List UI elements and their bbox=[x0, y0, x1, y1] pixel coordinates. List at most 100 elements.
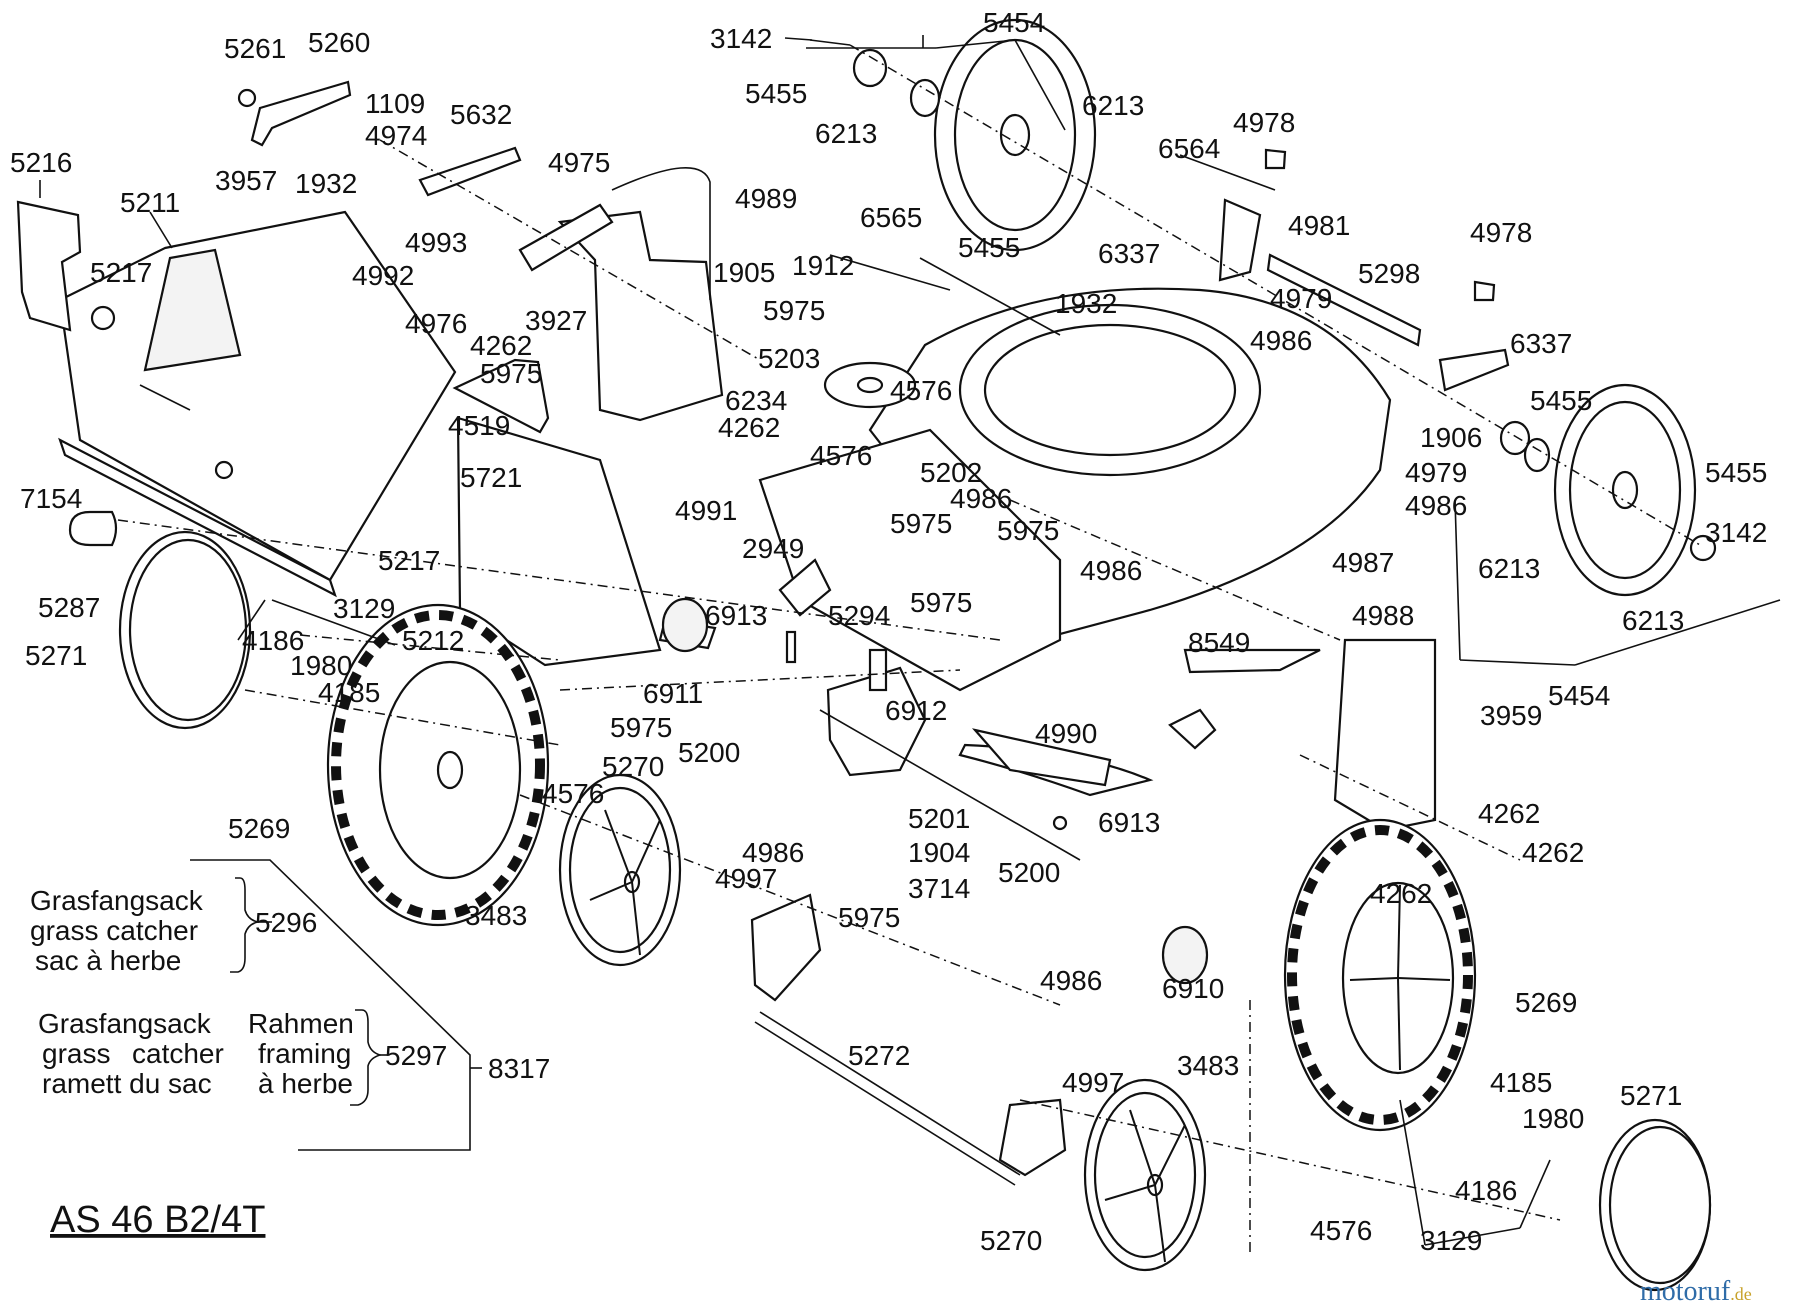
callout-4262: 4262 bbox=[1370, 878, 1432, 909]
small-hardware-drawing bbox=[778, 148, 1510, 831]
callout-1980: 1980 bbox=[1522, 1103, 1584, 1134]
legend-grass-catcher-line-2: grass catcher bbox=[30, 915, 198, 946]
callout-5212: 5212 bbox=[402, 625, 464, 656]
callout-6213: 6213 bbox=[815, 118, 877, 149]
callout-4986: 4986 bbox=[1080, 555, 1142, 586]
callout-4262: 4262 bbox=[718, 412, 780, 443]
callout-2949: 2949 bbox=[742, 533, 804, 564]
callout-5721: 5721 bbox=[460, 462, 522, 493]
callout-4987: 4987 bbox=[1332, 547, 1394, 578]
callout-5455: 5455 bbox=[1705, 457, 1767, 488]
callout-4986: 4986 bbox=[742, 837, 804, 868]
callout-5201: 5201 bbox=[908, 803, 970, 834]
deck-drawing bbox=[758, 287, 1437, 832]
callout-8549: 8549 bbox=[1188, 627, 1250, 658]
callout-3714: 3714 bbox=[908, 873, 970, 904]
callout-5455: 5455 bbox=[745, 78, 807, 109]
callout-5287: 5287 bbox=[38, 592, 100, 623]
front-wheel-hub-right-drawing bbox=[1083, 1078, 1207, 1272]
callout-5298: 5298 bbox=[1358, 258, 1420, 289]
callout-4185: 4185 bbox=[1490, 1067, 1552, 1098]
grass-catcher-drawing bbox=[16, 200, 457, 598]
handle-bracket-drawing bbox=[237, 80, 724, 667]
callout-5455: 5455 bbox=[1530, 385, 1592, 416]
callout-5211: 5211 bbox=[120, 187, 180, 218]
callout-4186: 4186 bbox=[242, 625, 304, 656]
callout-4993: 4993 bbox=[405, 227, 467, 258]
callout-5975: 5975 bbox=[763, 295, 825, 326]
callout-3959: 3959 bbox=[1480, 700, 1542, 731]
callout-4576: 4576 bbox=[890, 375, 952, 406]
callout-6234: 6234 bbox=[725, 385, 787, 416]
legend-frame-right-line-2: framing bbox=[258, 1038, 351, 1069]
legend-frame-mid-line-2: catcher bbox=[132, 1038, 224, 1069]
callout-6337: 6337 bbox=[1098, 238, 1160, 269]
callout-4262: 4262 bbox=[1478, 798, 1540, 829]
callout-4986: 4986 bbox=[950, 483, 1012, 514]
callout-4979: 4979 bbox=[1405, 457, 1467, 488]
callout-4519: 4519 bbox=[448, 410, 510, 441]
front-wheel-left-drawing bbox=[118, 530, 550, 927]
callout-1906: 1906 bbox=[1420, 422, 1482, 453]
callout-5975: 5975 bbox=[838, 902, 900, 933]
callout-5272: 5272 bbox=[848, 1040, 910, 1071]
callout-5454: 5454 bbox=[1548, 680, 1610, 711]
callout-leads bbox=[39, 35, 1781, 1246]
callout-layer: 5261 5260 1109 4974 3957 1932 5632 5216 … bbox=[10, 7, 1767, 1256]
watermark-suffix: .de bbox=[1730, 1284, 1752, 1304]
callout-5216: 5216 bbox=[10, 147, 72, 178]
callout-4979: 4979 bbox=[1270, 283, 1332, 314]
callout-5217: 5217 bbox=[90, 257, 152, 288]
callout-5269: 5269 bbox=[228, 813, 290, 844]
callout-4262: 4262 bbox=[1522, 837, 1584, 868]
callout-3483: 3483 bbox=[1177, 1050, 1239, 1081]
model-title: AS 46 B2/4T bbox=[50, 1199, 265, 1241]
rear-wheel-right-drawing bbox=[1499, 383, 1717, 597]
callout-3957: 3957 bbox=[215, 165, 277, 196]
callout-5455: 5455 bbox=[958, 232, 1020, 263]
callout-4990: 4990 bbox=[1035, 718, 1097, 749]
phantom-lines bbox=[117, 44, 1701, 1255]
callout-4576: 4576 bbox=[542, 778, 604, 809]
callout-6213: 6213 bbox=[1622, 605, 1684, 636]
callout-1980: 1980 bbox=[290, 650, 352, 681]
callout-6910: 6910 bbox=[1162, 973, 1224, 1004]
callout-1905: 1905 bbox=[713, 257, 775, 288]
legend-grass-catcher-part-no: 5296 bbox=[255, 907, 317, 938]
legend-group-part-no: 8317 bbox=[488, 1053, 550, 1084]
callout-5270: 5270 bbox=[602, 751, 664, 782]
callout-5200: 5200 bbox=[998, 857, 1060, 888]
callout-4986: 4986 bbox=[1040, 965, 1102, 996]
callout-1912: 1912 bbox=[792, 250, 854, 281]
callout-5975: 5975 bbox=[480, 358, 542, 389]
callout-4974: 4974 bbox=[365, 120, 427, 151]
gearbox-drawing bbox=[658, 597, 1209, 1186]
callout-4262: 4262 bbox=[470, 330, 532, 361]
legend-frame-left-line-3: ramett du sac bbox=[42, 1068, 212, 1099]
legend-frame-right-line-1: Rahmen bbox=[248, 1008, 354, 1039]
front-wheel-hub-left-drawing bbox=[558, 773, 682, 967]
callout-6564: 6564 bbox=[1158, 133, 1220, 164]
legend-frame-left-line-1: Grasfangsack bbox=[38, 1008, 212, 1039]
callout-4978: 4978 bbox=[1470, 217, 1532, 248]
callout-4997: 4997 bbox=[715, 863, 777, 894]
callout-4988: 4988 bbox=[1352, 600, 1414, 631]
callout-3129: 3129 bbox=[1420, 1225, 1482, 1256]
callout-5203: 5203 bbox=[758, 343, 820, 374]
callout-3142: 3142 bbox=[1705, 517, 1767, 548]
callout-5271: 5271 bbox=[25, 640, 87, 671]
legend-frame-left-line-2: grass bbox=[42, 1038, 110, 1069]
callout-1109: 1109 bbox=[365, 88, 425, 119]
callout-4981: 4981 bbox=[1288, 210, 1350, 241]
callout-5270: 5270 bbox=[980, 1225, 1042, 1256]
callout-6213: 6213 bbox=[1478, 553, 1540, 584]
callout-4185: 4185 bbox=[318, 677, 380, 708]
callout-5200: 5200 bbox=[678, 737, 740, 768]
callout-6913: 6913 bbox=[705, 600, 767, 631]
callout-4986: 4986 bbox=[1250, 325, 1312, 356]
callout-5271: 5271 bbox=[1620, 1080, 1682, 1111]
callout-4997: 4997 bbox=[1062, 1067, 1124, 1098]
callout-5269: 5269 bbox=[1515, 987, 1577, 1018]
